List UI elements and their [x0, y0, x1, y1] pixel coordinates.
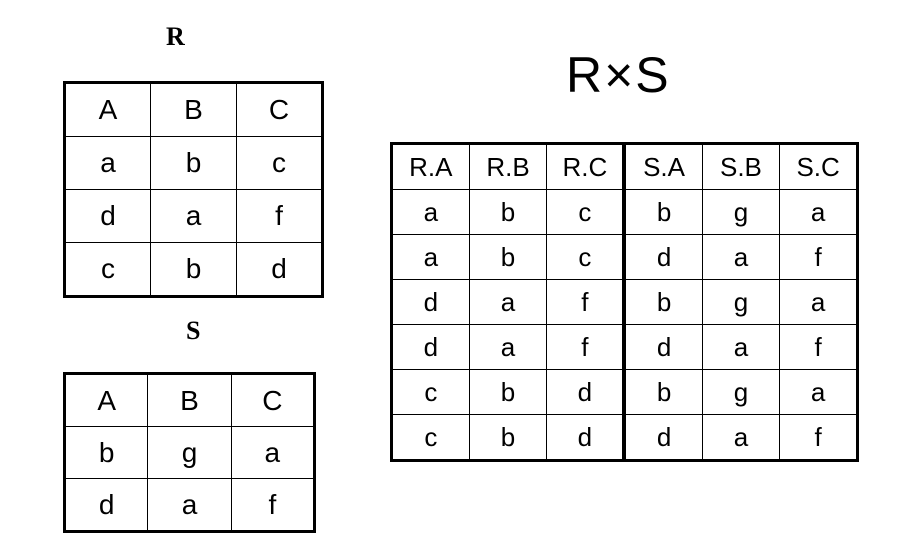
column-header: R.B	[468, 143, 548, 190]
table-cell: g	[701, 189, 781, 235]
table-cell: d	[64, 189, 151, 243]
column-header: C	[230, 373, 316, 427]
table-cell: b	[63, 426, 149, 479]
table-cell: c	[546, 234, 627, 280]
table-header-row: A B C	[63, 373, 316, 427]
table-cell: c	[391, 369, 470, 415]
table-cell: c	[236, 136, 323, 190]
table-cell: d	[623, 324, 703, 370]
table-cell: d	[546, 414, 627, 461]
table-cell: d	[623, 234, 703, 280]
table-cell: d	[623, 414, 703, 461]
table-cell: f	[779, 414, 858, 461]
table-row: c b d	[64, 242, 323, 297]
table-cell: b	[150, 242, 237, 297]
table-cell: a	[779, 189, 858, 235]
cartesian-product-title: R×S	[566, 47, 671, 103]
table-row: a b c d a f	[391, 234, 858, 280]
table-cell: d	[391, 324, 470, 370]
relation-r-table: A B C a b c d a f c b d	[63, 81, 324, 298]
column-header: R.C	[546, 143, 627, 190]
table-cell: f	[546, 279, 627, 325]
table-cell: d	[391, 279, 470, 325]
relation-s-label: S	[186, 316, 201, 345]
table-cell: f	[236, 189, 323, 243]
column-header: R.A	[391, 143, 470, 190]
relation-s-table: A B C b g a d a f	[63, 372, 316, 533]
table-cell: b	[623, 279, 703, 325]
table-row: c b d d a f	[391, 414, 858, 461]
table-row: c b d b g a	[391, 369, 858, 415]
table-cell: a	[701, 324, 781, 370]
table-cell: a	[150, 189, 237, 243]
table-cell: b	[150, 136, 237, 190]
table-cell: a	[230, 426, 316, 479]
table-cell: d	[546, 369, 627, 415]
table-cell: a	[779, 279, 858, 325]
table-header-row: R.A R.B R.C S.A S.B S.C	[391, 143, 858, 190]
table-cell: f	[230, 478, 316, 532]
table-cell: b	[468, 414, 548, 461]
table-cell: b	[623, 189, 703, 235]
table-row: d a f b g a	[391, 279, 858, 325]
table-cell: a	[391, 234, 470, 280]
relation-r-label: R	[166, 22, 185, 51]
table-cell: a	[468, 324, 548, 370]
table-row: a b c	[64, 136, 323, 190]
table-cell: a	[64, 136, 151, 190]
column-header: S.C	[779, 143, 858, 190]
table-cell: g	[701, 279, 781, 325]
table-cell: g	[147, 426, 232, 479]
column-header: B	[150, 82, 237, 137]
table-cell: b	[468, 369, 548, 415]
column-header: S.B	[701, 143, 781, 190]
column-header: C	[236, 82, 323, 137]
table-row: d a f d a f	[391, 324, 858, 370]
table-cell: a	[779, 369, 858, 415]
column-header: A	[63, 373, 149, 427]
table-cell: b	[468, 234, 548, 280]
table-header-row: A B C	[64, 82, 323, 137]
table-cell: a	[391, 189, 470, 235]
table-cell: f	[779, 234, 858, 280]
table-cell: c	[391, 414, 470, 461]
table-cell: a	[468, 279, 548, 325]
table-cell: g	[701, 369, 781, 415]
column-header: A	[64, 82, 151, 137]
table-cell: a	[701, 234, 781, 280]
table-cell: b	[468, 189, 548, 235]
column-header: S.A	[623, 143, 703, 190]
table-cell: a	[147, 478, 232, 532]
table-cell: c	[546, 189, 627, 235]
table-cell: d	[63, 478, 149, 532]
table-cell: c	[64, 242, 151, 297]
table-cell: f	[546, 324, 627, 370]
cartesian-product-table: R.A R.B R.C S.A S.B S.C a b c b g a a b …	[390, 142, 859, 462]
table-cell: b	[623, 369, 703, 415]
table-row: b g a	[63, 426, 316, 479]
table-cell: f	[779, 324, 858, 370]
table-row: d a f	[63, 478, 316, 532]
table-row: d a f	[64, 189, 323, 243]
table-cell: d	[236, 242, 323, 297]
table-row: a b c b g a	[391, 189, 858, 235]
table-cell: a	[701, 414, 781, 461]
column-header: B	[147, 373, 232, 427]
